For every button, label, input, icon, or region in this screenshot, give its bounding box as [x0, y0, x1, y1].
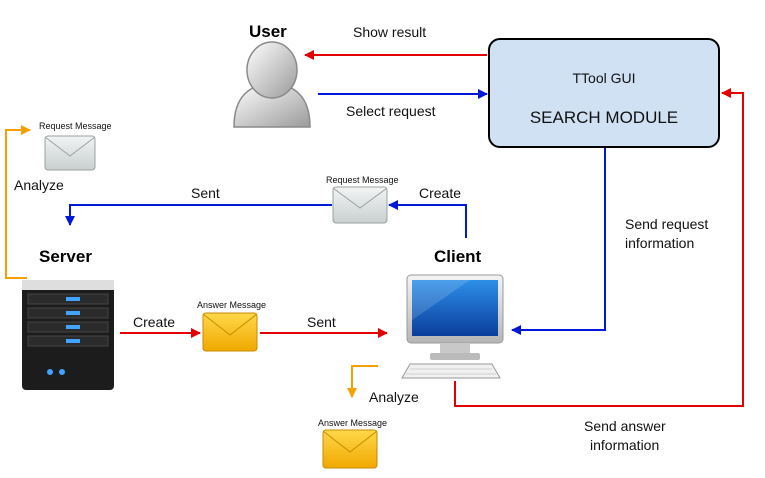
create-top-label: Create — [419, 185, 462, 201]
arrow-client-analyze — [347, 365, 378, 398]
request-envelope-icon — [332, 186, 388, 224]
send-request-info-line1: Send request — [625, 216, 709, 232]
server-label: Server — [39, 247, 92, 266]
module-subtitle: SEARCH MODULE — [529, 108, 679, 127]
request-message-caption: Request Message — [326, 175, 399, 185]
answer-envelope-icon — [202, 312, 258, 352]
arrow-client-to-module — [454, 88, 744, 407]
select-request-label: Select request — [346, 103, 436, 119]
arrow-client-to-request-message — [388, 200, 467, 238]
sent-top-label: Sent — [191, 185, 220, 201]
sent-bottom-label: Sent — [307, 314, 336, 330]
show-result-label: Show result — [353, 24, 427, 40]
analyze-left-label: Analyze — [14, 177, 64, 193]
send-answer-info-line1: Send answer — [584, 418, 666, 434]
server-icon — [22, 280, 114, 390]
arrow-request-message-to-server — [65, 204, 332, 226]
user-icon — [233, 41, 311, 128]
create-bottom-label: Create — [133, 314, 176, 330]
answer-envelope-icon — [322, 429, 378, 469]
request-message-caption: Request Message — [39, 121, 112, 131]
analyze-bottom-label: Analyze — [369, 389, 419, 405]
answer-message-caption: Answer Message — [197, 300, 267, 310]
answer-message-caption: Answer Message — [318, 418, 388, 428]
send-answer-info-line2: information — [590, 437, 660, 453]
user-label: User — [249, 22, 287, 41]
send-request-info-line2: information — [625, 235, 695, 251]
arrow-server-analyze — [5, 125, 31, 279]
computer-icon — [401, 274, 504, 379]
arrow-module-to-client — [511, 148, 606, 335]
request-envelope-icon — [44, 135, 96, 171]
module-title: TTool GUI — [572, 70, 636, 86]
search-module-box: TTool GUI SEARCH MODULE — [488, 38, 720, 148]
client-label: Client — [434, 247, 482, 266]
